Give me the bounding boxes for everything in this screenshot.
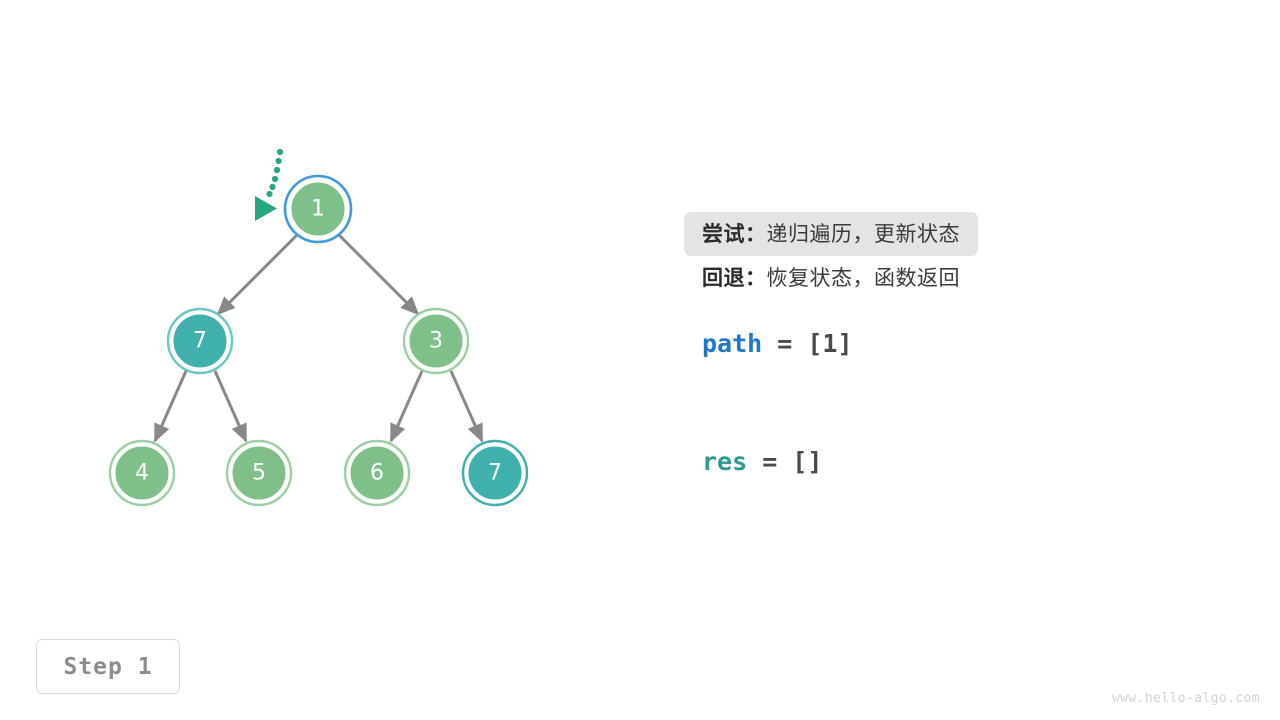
tree-node-label: 3	[429, 329, 443, 354]
legend-try-row: 尝试：递归遍历，更新状态	[684, 212, 1244, 256]
state-path-variable: path	[702, 329, 763, 358]
edge-1-to-7	[216, 232, 300, 316]
tree-nodes: 1 7 3 4 5 6	[108, 174, 529, 507]
legend-backtrack-row: 回退：恢复状态，函数返回	[684, 256, 1244, 300]
legend-panel: 尝试：递归遍历，更新状态 回退：恢复状态，函数返回	[684, 212, 1244, 300]
step-badge-label: Step 1	[63, 653, 153, 680]
state-res-line: res = []	[702, 447, 822, 476]
step-badge: Step 1	[36, 639, 180, 694]
tree-node-label: 7	[488, 461, 502, 486]
edge-3-to-7b	[449, 370, 484, 443]
edge-1-to-3	[336, 232, 420, 316]
tree-node-label: 7	[193, 329, 207, 354]
edge-7-to-5	[213, 370, 248, 443]
tree-node-7-left[interactable]: 7	[166, 307, 234, 375]
legend-try-highlight: 尝试：递归遍历，更新状态	[684, 212, 978, 256]
legend-backtrack-label: 回退：	[702, 266, 767, 290]
tree-node-4[interactable]: 4	[108, 439, 176, 507]
tree-node-5[interactable]: 5	[225, 439, 293, 507]
state-path-line: path = [1]	[702, 329, 853, 358]
tree-node-3[interactable]: 3	[402, 307, 470, 375]
tree-node-1[interactable]: 1	[283, 174, 353, 244]
pointer-triangle-icon	[255, 196, 277, 221]
pointer-trail-dots	[266, 148, 284, 198]
tree-node-7-right[interactable]: 7	[461, 439, 529, 507]
state-path-value: = [1]	[762, 329, 853, 358]
tree-edges	[153, 232, 484, 443]
edge-7-to-4	[153, 370, 188, 443]
tree-node-label: 6	[370, 461, 384, 486]
legend-try-text: 递归遍历，更新状态	[766, 222, 960, 246]
traversal-pointer	[255, 148, 284, 221]
state-res-value: = []	[747, 447, 823, 476]
tree-node-label: 5	[252, 461, 266, 486]
tree-node-label: 1	[311, 197, 325, 222]
edge-3-to-6	[389, 370, 424, 443]
legend-backtrack-text: 恢复状态，函数返回	[766, 266, 960, 290]
state-res-variable: res	[702, 447, 748, 476]
tree-node-6[interactable]: 6	[343, 439, 411, 507]
legend-try-label: 尝试：	[702, 222, 767, 246]
site-watermark: www.hello-algo.com	[1111, 691, 1260, 706]
tree-node-label: 4	[135, 461, 149, 486]
